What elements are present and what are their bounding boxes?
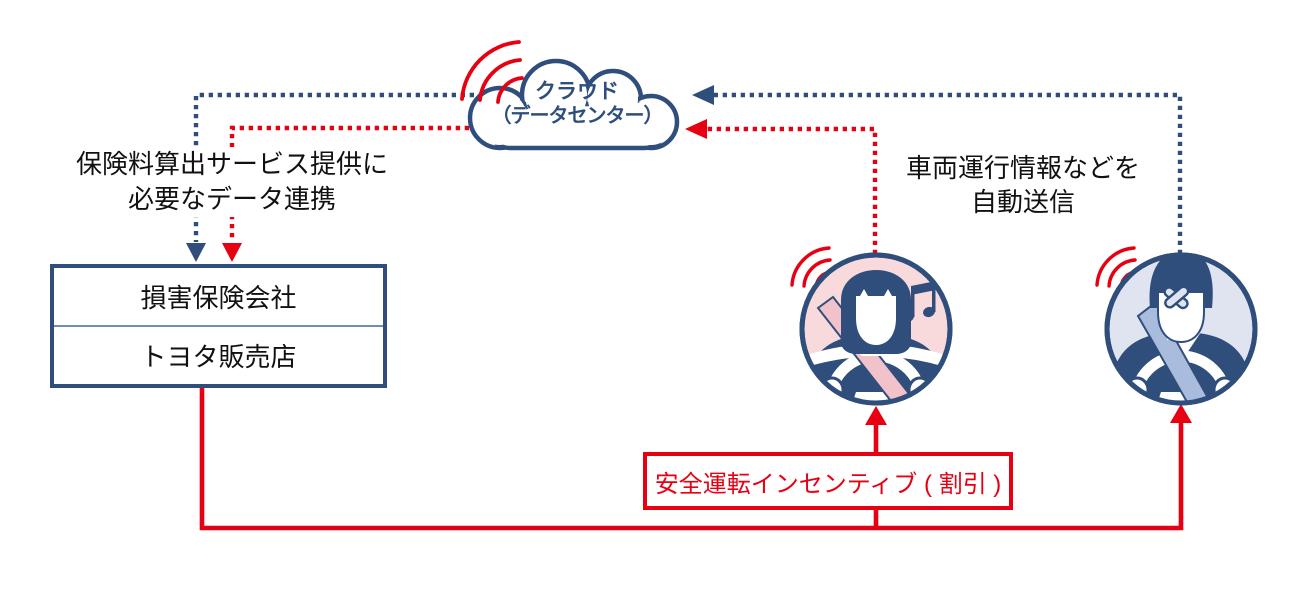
male-driver-icon [1104,252,1258,406]
right-flow-label-line1: 車両運行情報などを [905,153,1140,183]
cloud-icon [467,58,680,151]
bandage-icon [1163,285,1190,310]
blue-dotted-arrow-male-to-cloud [713,92,1183,254]
red-arrowhead-left [685,119,707,139]
org-box-row-toyota-dealer: トヨタ販売店 [54,325,383,384]
red-dotted-arrow-cloud-to-insurer [229,125,505,242]
incentive-box-label: 安全運転インセンティブ ( 割引 ) [654,470,1002,498]
red-arrowhead-up-male [1170,404,1192,423]
right-flow-label: 車両運行情報などを 自動送信 [883,151,1163,219]
cloud-label-line2: （データセンター） [491,105,664,127]
cloud-label-line1: クラウド [535,80,619,103]
org-box-row-insurance-company: 損害保険会社 [140,283,297,313]
red-arrowhead-down [222,243,242,262]
blue-arrowhead-down [186,243,206,262]
cloud-label: クラウド （データセンター） [462,80,692,129]
blue-arrowhead-left [692,85,714,105]
org-box: 損害保険会社 トヨタ販売店 [50,264,387,388]
incentive-box: 安全運転インセンティブ ( 割引 ) [643,452,1013,510]
left-flow-label-line2: 必要なデータ連携 [127,184,336,214]
left-flow-label: 保険料算出サービス提供に 必要なデータ連携 [66,147,398,217]
music-note-icon [902,281,936,323]
female-driver-icon [799,252,953,406]
wifi-signal-icon-cloud [460,40,524,104]
red-arrowhead-up-female [865,406,887,425]
red-dotted-arrow-female-to-cloud [706,126,878,254]
left-flow-label-line1: 保険料算出サービス提供に [75,149,388,179]
right-flow-label-line2: 自動送信 [970,187,1075,217]
